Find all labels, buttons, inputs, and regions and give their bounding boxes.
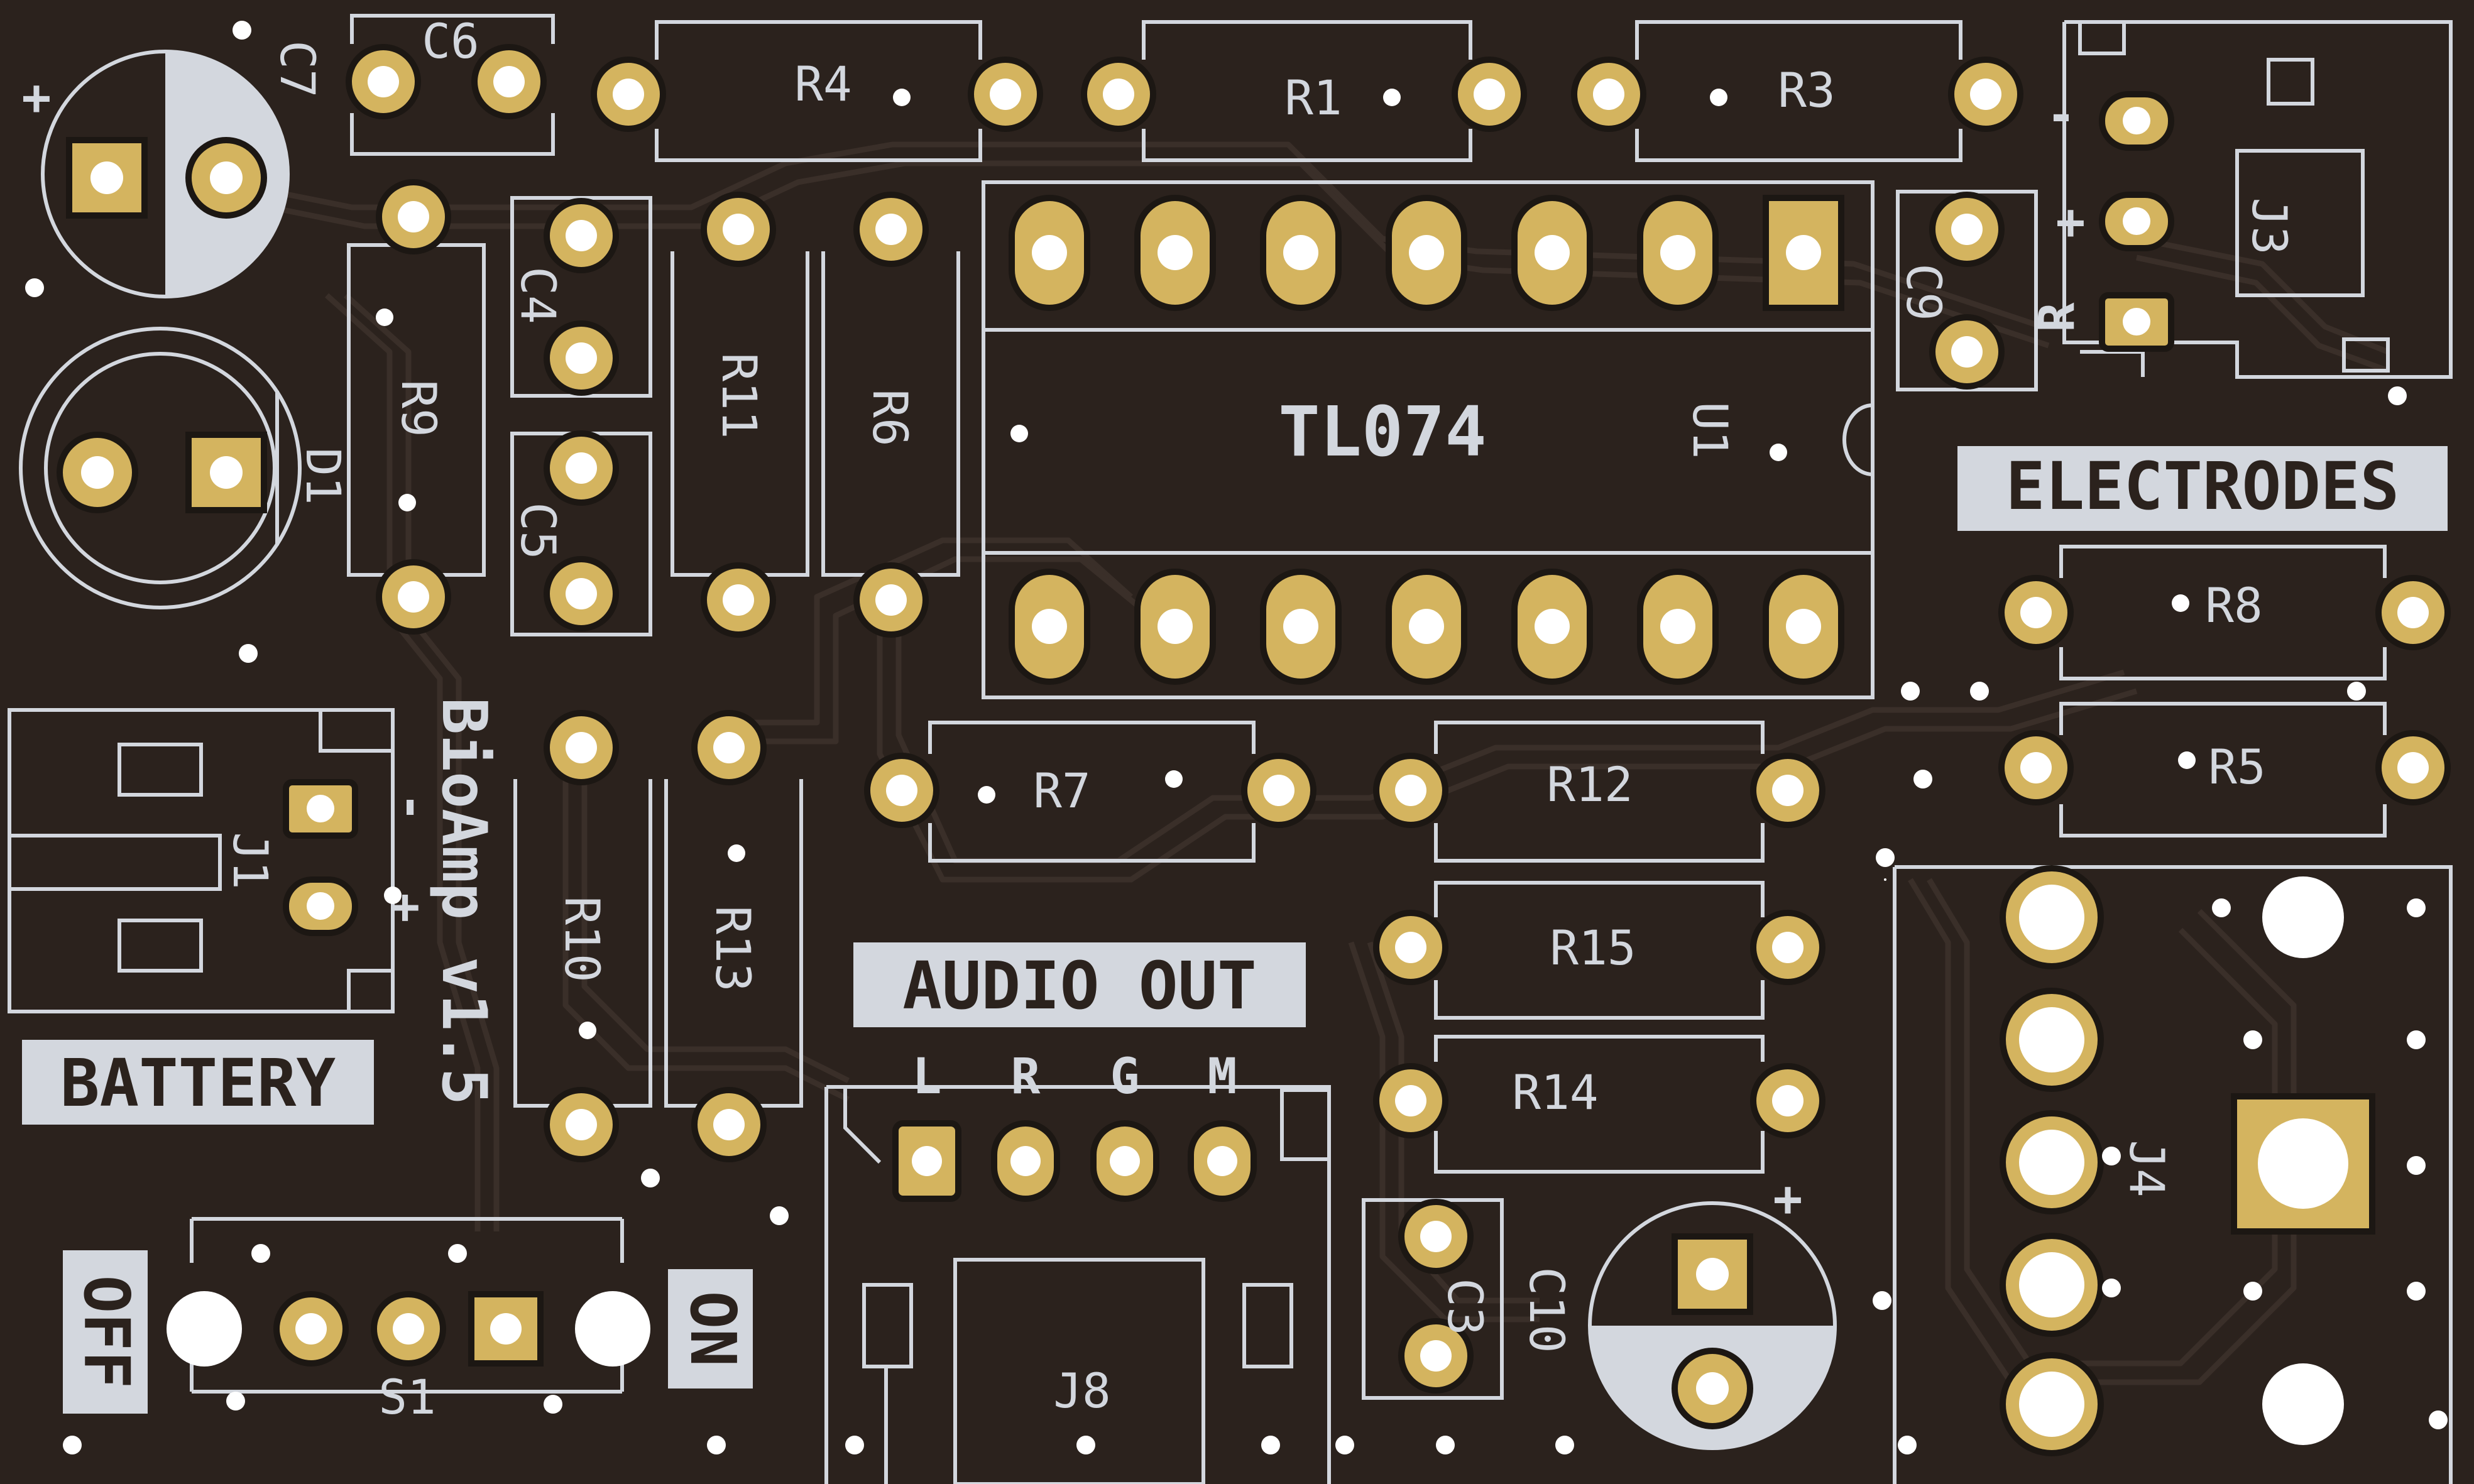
electrodes-label-box: ELECTRODES bbox=[1957, 446, 2448, 531]
ref-r14: R14 bbox=[1512, 1064, 1598, 1120]
audio-l-label: L bbox=[912, 1049, 942, 1105]
ref-r5: R5 bbox=[2208, 739, 2266, 795]
ref-r3: R3 bbox=[1778, 62, 1836, 118]
ref-c7: C7 bbox=[270, 40, 326, 98]
ref-r15: R15 bbox=[1550, 920, 1636, 976]
ref-r9: R9 bbox=[391, 379, 447, 437]
ref-r12: R12 bbox=[1546, 756, 1633, 812]
audio-g-label: G bbox=[1110, 1049, 1140, 1105]
ref-r10: R10 bbox=[554, 896, 610, 982]
j1-minus-label: - bbox=[384, 793, 441, 822]
pin-labels: - + R - + + + L R G M bbox=[22, 70, 2086, 1228]
drill-holes bbox=[81, 66, 2429, 1437]
ref-r4: R4 bbox=[794, 56, 852, 112]
ref-labels: C6 R4 R1 R3 R8 R5 R7 R12 R15 R14 J8 S1 C… bbox=[222, 13, 2297, 1425]
ref-j1: J1 bbox=[222, 832, 278, 890]
ref-j8: J8 bbox=[1053, 1363, 1111, 1419]
audio-out-label-box: AUDIO OUT bbox=[853, 942, 1306, 1027]
s1-mount-left bbox=[167, 1291, 242, 1367]
ref-j3: J3 bbox=[2241, 197, 2297, 255]
ref-c4: C4 bbox=[510, 266, 566, 324]
ref-c6: C6 bbox=[422, 13, 479, 69]
ref-r13: R13 bbox=[705, 905, 761, 991]
on-label-box: ON bbox=[668, 1269, 753, 1389]
mounting-holes bbox=[167, 876, 2344, 1445]
chip-label: TL074 bbox=[1278, 391, 1486, 472]
c7-plus-label: + bbox=[22, 70, 52, 126]
ref-r7: R7 bbox=[1033, 763, 1091, 819]
ref-s1: S1 bbox=[378, 1369, 436, 1425]
j4-mount-bottom bbox=[2262, 1363, 2344, 1445]
s1-mount-right bbox=[575, 1291, 650, 1367]
ref-r6: R6 bbox=[862, 389, 918, 447]
j4-mount-top bbox=[2262, 876, 2344, 958]
ref-c5: C5 bbox=[510, 502, 566, 560]
j3-plus-label: + bbox=[2056, 194, 2086, 251]
off-label: OFF bbox=[70, 1275, 143, 1389]
ref-j4: J4 bbox=[2119, 1140, 2175, 1198]
ref-r1: R1 bbox=[1284, 70, 1342, 126]
ref-r8: R8 bbox=[2205, 577, 2263, 633]
ref-c10: C10 bbox=[1519, 1267, 1575, 1353]
ref-r11: R11 bbox=[711, 352, 767, 439]
electrodes-label: ELECTRODES bbox=[2006, 448, 2399, 525]
on-label: ON bbox=[676, 1291, 750, 1367]
battery-label-box: BATTERY bbox=[22, 1040, 374, 1125]
audio-m-label: M bbox=[1208, 1049, 1237, 1105]
ref-c9: C9 bbox=[1896, 263, 1952, 321]
battery-label: BATTERY bbox=[60, 1045, 336, 1121]
ref-u1: U1 bbox=[1682, 401, 1738, 459]
board-title: BioAmp v1.5 bbox=[428, 697, 500, 1105]
ref-d1: D1 bbox=[295, 447, 351, 505]
j3-r-label: R bbox=[2029, 302, 2086, 332]
vias bbox=[25, 21, 2448, 1454]
j1-plus-label: + bbox=[378, 893, 434, 923]
c10-plus-label: + bbox=[1773, 1171, 1803, 1228]
off-label-box: OFF bbox=[63, 1250, 148, 1414]
audio-r-label: R bbox=[1011, 1049, 1041, 1105]
audio-out-label: AUDIO OUT bbox=[902, 947, 1257, 1024]
ref-c3: C3 bbox=[1437, 1278, 1493, 1336]
j3-minus-label: - bbox=[2047, 87, 2076, 144]
